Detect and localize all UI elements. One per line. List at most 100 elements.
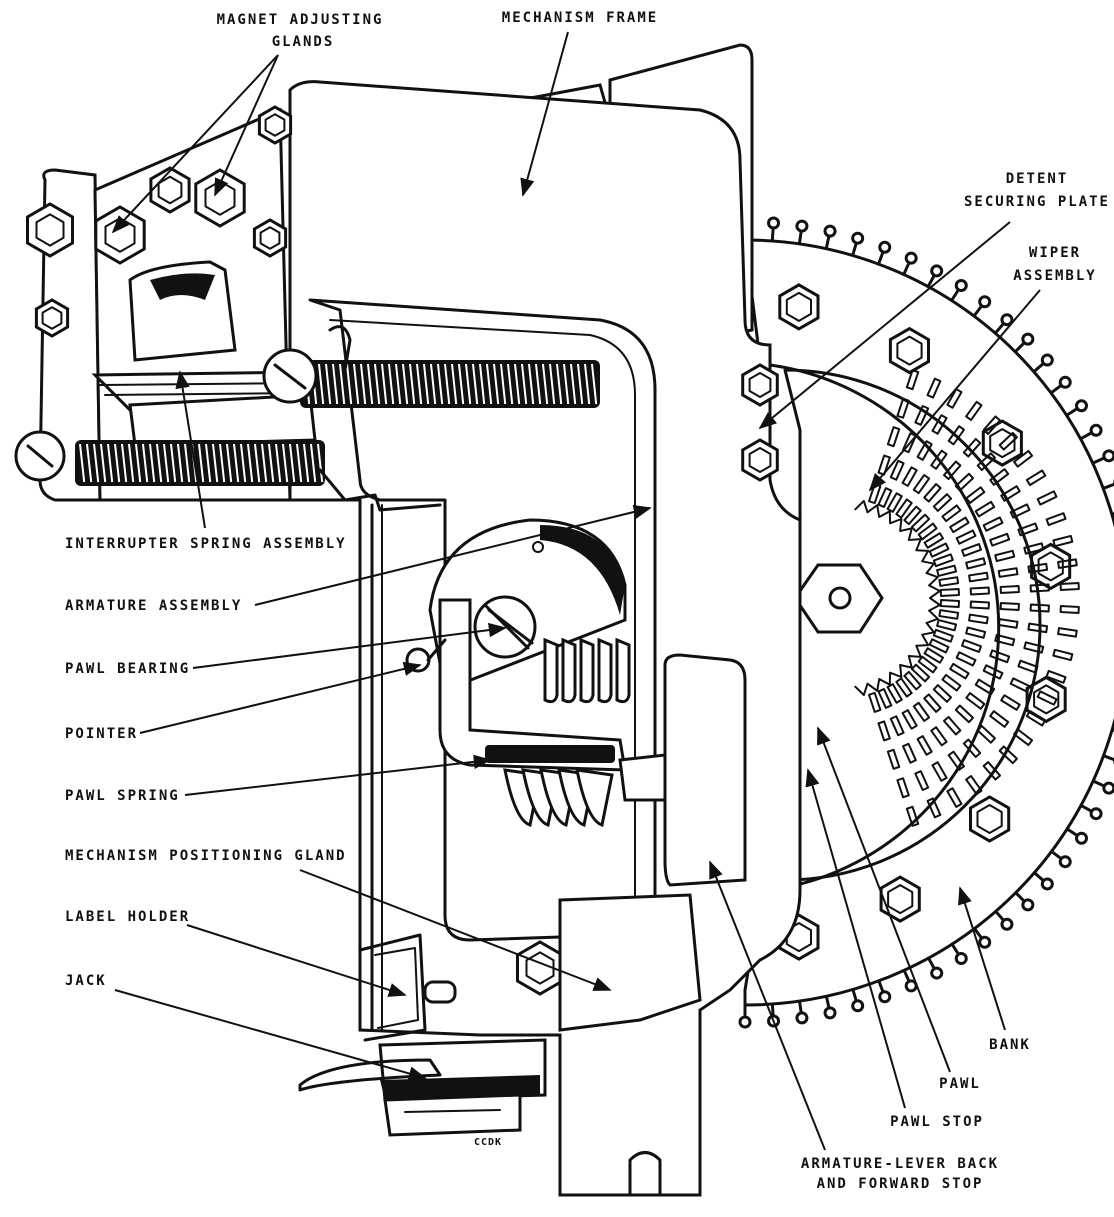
stop-bracket-tab	[618, 753, 667, 802]
wiper-contact	[997, 618, 1019, 629]
coil-turn	[289, 443, 296, 483]
wiper-fan-outline	[783, 368, 1042, 882]
positioning-gland-bolt-face	[525, 951, 555, 985]
coil-turn	[233, 443, 240, 483]
coil-turn	[563, 363, 570, 405]
wiper-contact	[1057, 558, 1078, 569]
coil-turn	[184, 443, 191, 483]
label-jack: JACK	[65, 973, 107, 989]
bank-terminal-tip	[1058, 855, 1072, 869]
wiper-contact	[976, 725, 996, 744]
lower-anchor-slot	[26, 444, 54, 468]
gland-bolt	[26, 202, 74, 258]
coil-turn	[549, 363, 556, 405]
coil-turn	[486, 363, 493, 405]
coil-turn	[591, 363, 598, 405]
bank-terminal-tip	[1021, 898, 1035, 912]
bank-terminal-tip	[738, 1015, 752, 1029]
wiper-contact	[989, 710, 1010, 728]
pointer-arm	[426, 638, 447, 662]
pawl-spring-finger	[543, 637, 559, 704]
coil-turn	[121, 443, 128, 483]
leader-detent-plate	[758, 221, 1011, 430]
jack-screw-line	[404, 1109, 501, 1113]
wiper-contact	[1023, 542, 1045, 555]
label-holder-clip	[358, 933, 427, 1042]
coil-turn	[114, 443, 121, 483]
gland-bolt-face	[35, 213, 65, 247]
coil-turn	[142, 443, 149, 483]
bank-terminal-tip	[851, 231, 865, 245]
wiper-contact	[968, 613, 989, 625]
label-bank: BANK	[989, 1037, 1031, 1053]
label-holder	[358, 933, 457, 1042]
spring-hook	[328, 325, 352, 372]
spring-anchor-slot	[273, 363, 307, 390]
wiper-contact	[961, 543, 982, 557]
leader-mechanism-frame	[520, 31, 569, 197]
coil-turn	[100, 443, 107, 483]
wiper-contact	[905, 369, 920, 391]
label-wiper: WIPER	[1029, 245, 1081, 261]
leader-pawl-bearing	[192, 622, 507, 669]
coil-turn	[156, 443, 163, 483]
label-detent: DETENT	[1006, 171, 1069, 187]
wiper-contact	[982, 415, 1001, 435]
wiper-contact	[886, 492, 903, 513]
label-pawl: PAWL	[939, 1076, 981, 1092]
coil-turn	[282, 443, 289, 483]
wiper-contact	[999, 585, 1020, 594]
label-label-holder: LABEL HOLDER	[65, 909, 190, 925]
wiper-contact	[917, 522, 938, 541]
label-magnet-adjusting-glands: MAGNET ADJUSTING	[217, 12, 384, 28]
coil-turn	[163, 443, 170, 483]
hex-bolts	[26, 105, 779, 1000]
wiper-contact	[1023, 641, 1045, 654]
wiper-contact	[902, 432, 917, 454]
coil-turn	[500, 363, 507, 405]
wiper-contact	[1027, 622, 1049, 634]
wiper-contact	[941, 504, 962, 523]
bank-terminal-tip	[795, 1011, 809, 1025]
wiper-contact	[976, 452, 996, 471]
wiper-contact	[903, 670, 922, 691]
bank-hex-nut	[969, 795, 1011, 843]
coil-turn	[465, 363, 472, 405]
wiper-contact	[895, 498, 913, 519]
wiper-contact	[932, 553, 954, 568]
wiper-contact	[1052, 648, 1074, 662]
pawl-bearing-slot-2	[487, 608, 534, 645]
wiper-contact	[1045, 512, 1067, 527]
coil-turn	[381, 363, 388, 405]
bank-terminal-tip	[930, 966, 944, 980]
bank-hex-nut-face	[1033, 684, 1060, 715]
coil-turn	[556, 363, 563, 405]
wiper-contact	[965, 486, 986, 504]
wiper-contact	[903, 505, 922, 526]
wiper-contact	[961, 639, 982, 653]
coil-turn	[353, 363, 360, 405]
wiper-contact	[914, 770, 930, 792]
coil-turn	[409, 363, 416, 405]
wiper-contact	[1029, 603, 1050, 613]
wiper-contact	[889, 459, 905, 481]
wiper-contact	[889, 715, 905, 737]
bank-terminal-tip	[904, 251, 918, 265]
coil-turn	[79, 443, 86, 483]
coil-turn	[339, 363, 346, 405]
stop-bracket	[663, 653, 747, 887]
coil-turn	[325, 363, 332, 405]
side-bolt-face	[41, 306, 63, 330]
wiper-contact	[917, 655, 938, 674]
wiper-contact	[928, 542, 950, 558]
side-bolt	[34, 298, 70, 338]
bank-hex-nut-face	[887, 884, 914, 915]
coil-turn	[388, 363, 395, 405]
coil-turn	[514, 363, 521, 405]
wiper-contact	[946, 388, 963, 409]
wiper-contact	[947, 750, 966, 771]
coil-turn	[135, 443, 142, 483]
lower-coil-turns	[79, 443, 324, 483]
wiper-contact	[936, 564, 958, 577]
